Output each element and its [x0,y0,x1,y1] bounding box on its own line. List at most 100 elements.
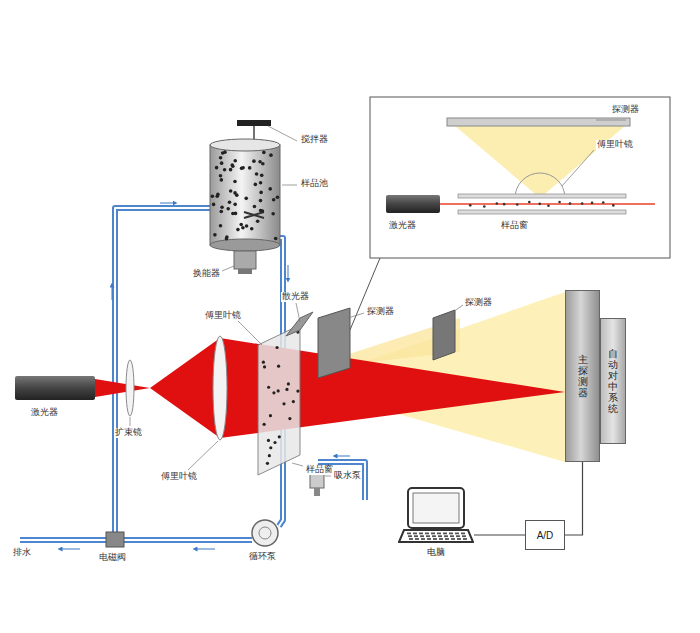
laptop-key [409,538,413,540]
particle [245,224,249,228]
detector-plate [318,308,350,378]
leader-line [268,126,297,141]
particle [516,203,519,206]
suction-pump [314,488,320,496]
particle [254,183,258,187]
pipe [20,537,252,543]
laptop-key [432,535,436,537]
particle [219,224,223,228]
particle [268,454,271,457]
particle [231,164,235,168]
particle [235,193,239,197]
leader-line [238,321,262,345]
part-label: 循环泵 [248,552,277,562]
laptop-key [431,533,435,535]
particle [239,223,243,227]
inset-detector [447,118,630,126]
sample-tank [210,145,280,245]
flow-arrow [195,549,215,550]
node-text: A/D [537,530,554,541]
particle [220,178,224,182]
flow-arrow [335,456,350,457]
leader-line [222,266,234,271]
laser [15,376,95,400]
laser-beam [95,379,150,397]
particle [248,166,252,170]
leader-line [292,463,303,466]
part-label: 换能器 [192,269,221,279]
particle [220,205,224,209]
part-label: 激光器 [388,221,417,231]
particle [252,159,256,163]
leader-line [453,305,463,312]
laptop-key [415,538,419,540]
leader-line [296,303,300,322]
particle [233,159,237,163]
particle [269,446,272,449]
particle [211,194,215,198]
particle [229,168,233,172]
particle [219,210,223,214]
laptop-key [449,533,453,535]
laptop-key [456,535,460,537]
laptop-key [425,533,429,535]
particle [269,153,273,157]
particle [228,200,232,204]
particle [219,156,223,160]
laptop-key [462,535,466,537]
particle [262,151,266,155]
laptop-key [444,535,448,537]
particle [240,167,244,171]
particle [259,191,263,195]
laptop-key [450,535,454,537]
part-label: 样品窗 [305,465,334,475]
part-label: 激光器 [30,408,59,418]
node-text: 自动对中系统 [608,348,618,414]
particle [244,197,248,201]
signal-wire [565,462,583,535]
converter-box: A/D [525,520,565,550]
node-text: 主探测器 [578,354,588,398]
flow-arrow [160,203,175,204]
laptop-key [455,533,459,535]
inset-laser [386,195,440,213]
flow-arrow [112,285,113,300]
particle [266,462,269,465]
laptop-key [420,535,424,537]
stirrer-motor [237,120,271,126]
auto-centering-panel: 自动对中系统 [600,318,626,444]
scatter-laser [286,312,313,336]
part-label: 搅拌器 [300,135,329,145]
laptop-screen [408,488,464,528]
part-label: 傅里叶镜 [160,472,198,482]
main-detector-panel: 主探测器 [565,290,600,462]
inset-window [458,194,626,198]
particle [496,202,499,205]
particle [268,187,272,191]
particle [602,201,605,204]
particle [274,237,278,241]
part-label: 探测器 [611,105,640,115]
laptop-display [413,493,459,523]
laptop-key [438,535,442,537]
particle [528,201,531,204]
particle [250,227,254,231]
laptop-key [445,538,449,540]
part-label: 电磁阀 [98,553,127,563]
solenoid-valve [106,532,124,547]
node-text: 电脑 [398,546,474,559]
laptop-icon [398,484,474,546]
particle [288,417,291,420]
circulation-pump [259,527,271,539]
part-label: 探测器 [464,298,493,308]
sample-tank [210,239,280,251]
particle [271,212,275,216]
laptop-key [439,538,443,540]
laptop-key [426,535,430,537]
laptop-key [457,538,461,540]
laptop-key [461,533,465,535]
particle [259,209,263,213]
laptop-key [421,538,425,540]
